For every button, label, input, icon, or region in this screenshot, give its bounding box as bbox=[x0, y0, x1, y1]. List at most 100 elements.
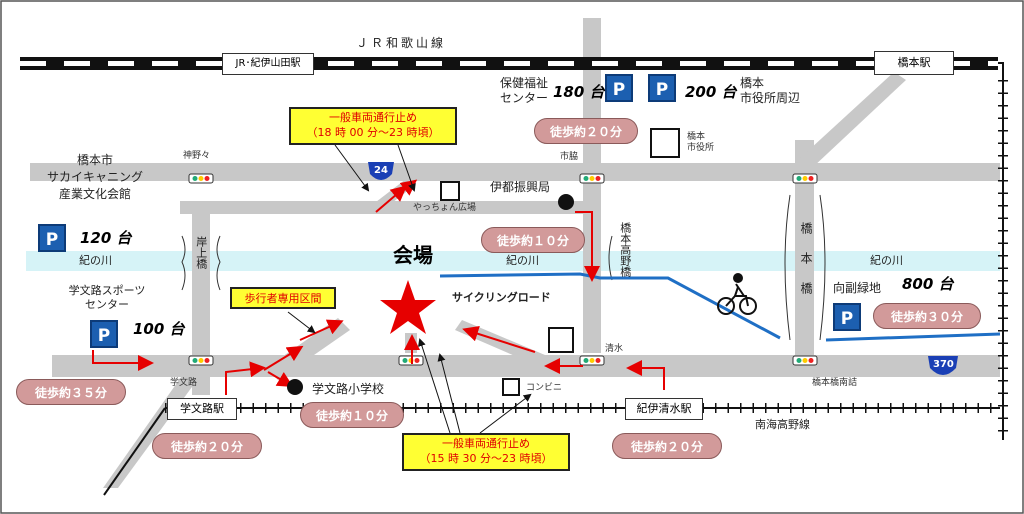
road-to-hashimoto-station bbox=[798, 72, 906, 168]
closure-bottom-line2: （15 時 30 分～23 時頃） bbox=[419, 451, 553, 465]
kishiage-bracket-right bbox=[216, 235, 221, 291]
arrow-gakubunji-station bbox=[225, 361, 266, 395]
kiiseimizu-station[interactable]: 紀伊清水駅 bbox=[625, 398, 703, 420]
kinokawa-center-label: 紀の川 bbox=[506, 254, 539, 267]
walk-ito-badge: 徒歩約１０分 bbox=[481, 227, 585, 253]
parking-culture-count: 120 台 bbox=[80, 229, 132, 247]
arrow-pedestrian-1 bbox=[263, 345, 304, 371]
kishiage-bridge-label: 岸上橋 bbox=[194, 236, 208, 269]
pedestrian-only-label: 歩行者専用区間 bbox=[244, 292, 322, 305]
pointer-bottom-3 bbox=[479, 393, 532, 434]
signal-shimizu-label: 清水 bbox=[605, 344, 624, 354]
signal-gakubunji-label: 学文路 bbox=[170, 378, 198, 388]
arrow-pedestrian-2 bbox=[299, 319, 344, 341]
hashimoto-koya-bridge-label: 橋本高野橋 bbox=[618, 222, 632, 277]
venue-building bbox=[548, 327, 574, 353]
hashimoto-station[interactable]: 橋本駅 bbox=[874, 51, 954, 75]
parking-welfare-count: 180 台 bbox=[553, 83, 605, 101]
cyclist-icon bbox=[717, 273, 757, 315]
signal-hashimotobashi-minami-label: 橋本橋南詰 bbox=[812, 378, 858, 388]
walk-city-hall-badge: 徒歩約２０分 bbox=[534, 118, 638, 144]
ito-promotion-marker bbox=[558, 194, 574, 210]
parking-city-hall-icon: P bbox=[648, 74, 676, 102]
gakubunji-sports-label: 学文路スポーツ センター bbox=[68, 284, 146, 311]
signal-ichiwaki-icon bbox=[579, 173, 605, 184]
pointer-pedestrian bbox=[287, 311, 316, 334]
closure-bottom-line1: 一般車両通行止め bbox=[442, 437, 530, 450]
parking-sports-icon: P bbox=[90, 320, 118, 348]
route-24-label: 24 bbox=[374, 165, 388, 176]
nankai-line-label: 南海高野線 bbox=[755, 418, 810, 431]
gakubunji-school-label: 学文路小学校 bbox=[312, 382, 385, 396]
hashimoto-bracket-left bbox=[784, 194, 791, 341]
gakubunji-school-marker bbox=[287, 379, 303, 395]
nankai-railway-sw bbox=[103, 407, 166, 496]
city-hall-building bbox=[650, 128, 680, 158]
jr-kii-yamada-station[interactable]: JR･紀伊山田駅 bbox=[222, 53, 314, 75]
cycling-road-label: サイクリングロード bbox=[452, 291, 551, 304]
notice-pointers bbox=[287, 144, 532, 434]
kinokawa-west-label: 紀の川 bbox=[79, 254, 112, 267]
convenience-label: コンビニ bbox=[526, 383, 563, 393]
arrow-kiiseimizu bbox=[626, 360, 665, 390]
walk-sports-badge: 徒歩約３５分 bbox=[16, 379, 126, 405]
signal-hashimotobashi-north-icon bbox=[792, 173, 818, 184]
mukaifuku-label: 向副緑地 bbox=[833, 281, 882, 295]
arrow-24-ramp-1 bbox=[375, 185, 408, 213]
closure-top-line1: 一般車両通行止め bbox=[329, 111, 417, 124]
parking-mukaifuku-count: 800 台 bbox=[902, 275, 954, 293]
kinokawa-river bbox=[26, 251, 1000, 271]
walk-school-badge: 徒歩約１０分 bbox=[300, 402, 404, 428]
walk-mukaifuku-badge: 徒歩約３０分 bbox=[873, 303, 981, 329]
yacchon-building bbox=[440, 181, 460, 201]
hashimoto-bridge-label: 橋本橋 bbox=[799, 222, 813, 312]
koya-bracket bbox=[608, 235, 613, 281]
signal-gakubunji-icon bbox=[188, 355, 214, 366]
pedestrian-only-notice: 歩行者専用区間 bbox=[230, 287, 336, 309]
road-upper-main bbox=[30, 163, 1000, 181]
gakubunji-station[interactable]: 学文路駅 bbox=[167, 398, 237, 420]
road-kishiage-bridge bbox=[192, 201, 210, 395]
walking-arrows bbox=[92, 179, 665, 395]
arrow-to-school bbox=[267, 371, 294, 388]
hashimoto-bracket-right bbox=[819, 194, 826, 341]
convenience-building bbox=[502, 378, 520, 396]
road-hashimoto-bridge bbox=[795, 140, 814, 370]
road-closure-notice-bottom: 一般車両通行止め （15 時 30 分～23 時頃） bbox=[402, 433, 570, 471]
pointer-bottom-1 bbox=[418, 338, 451, 434]
parking-sports-count: 100 台 bbox=[133, 320, 185, 338]
route-370-icon bbox=[928, 356, 958, 375]
parking-culture-icon: P bbox=[38, 224, 66, 252]
culture-hall-label: 橋本市 サカイキャニング 産業文化会館 bbox=[46, 153, 143, 201]
kinokawa-east-label: 紀の川 bbox=[870, 254, 903, 267]
route-370-label: 370 bbox=[933, 359, 954, 370]
walk-kiiseimizu-badge: 徒歩約２０分 bbox=[612, 433, 722, 459]
city-hall-area-label: 橋本 市役所周辺 bbox=[740, 76, 801, 105]
parking-city-hall-count: 200 台 bbox=[685, 83, 737, 101]
cycling-road-east bbox=[825, 332, 1001, 342]
bridge-markers bbox=[181, 194, 826, 341]
road-closure-notice-top: 一般車両通行止め （18 時 00 分～23 時頃） bbox=[289, 107, 457, 145]
jr-line-label: ＪＲ和歌山線 bbox=[356, 36, 447, 50]
pointer-bottom-2 bbox=[437, 353, 461, 434]
walk-gakubunji-station-badge: 徒歩約２０分 bbox=[152, 433, 262, 459]
yacchon-label: やっちょん広場 bbox=[413, 203, 477, 213]
city-hall-label: 橋本 市役所 bbox=[687, 132, 715, 154]
route-24-icon bbox=[368, 162, 394, 180]
cycling-road-path bbox=[439, 272, 781, 340]
signal-kaminoya-label: 神野々 bbox=[183, 151, 211, 161]
arrow-venue-east bbox=[462, 326, 536, 353]
signal-hashimotobashi-south-icon bbox=[792, 355, 818, 366]
kishiage-bracket-left bbox=[181, 235, 186, 291]
parking-mukaifuku-icon: P bbox=[833, 303, 861, 331]
venue-title: 会場 bbox=[393, 243, 433, 267]
parking-welfare-icon: P bbox=[605, 74, 633, 102]
signal-shimizu-icon bbox=[579, 355, 605, 366]
ito-promotion-label: 伊都振興局 bbox=[490, 180, 551, 194]
signal-ichiwaki-label: 市脇 bbox=[560, 152, 579, 162]
pointer-top-2 bbox=[397, 144, 416, 192]
arrow-sports-to-road bbox=[92, 350, 154, 371]
